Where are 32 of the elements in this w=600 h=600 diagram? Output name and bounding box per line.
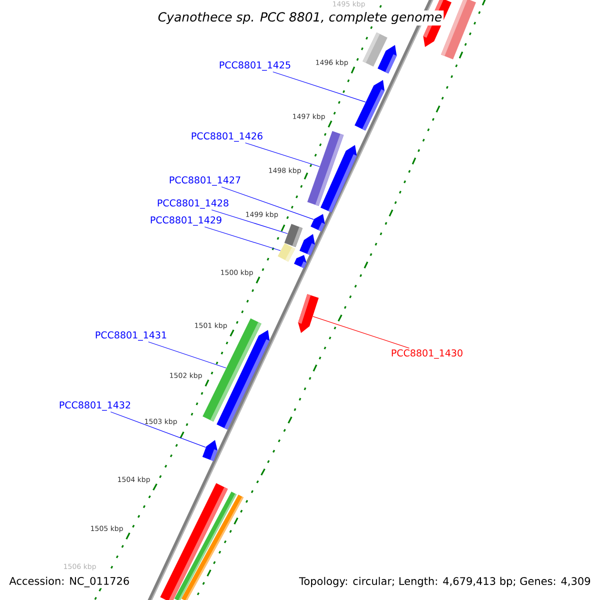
leader-line (221, 186, 314, 220)
gene-block (300, 234, 315, 256)
leader-line (211, 210, 288, 234)
gene-block (378, 45, 397, 74)
gene-block (320, 145, 357, 212)
gene-box (278, 243, 296, 262)
gene-block (216, 330, 270, 430)
gene-box (284, 224, 303, 248)
gene-block (294, 255, 306, 268)
gene-label: PCC8801_1432 (60, 401, 130, 411)
gene-block (202, 440, 218, 462)
title: Cyanothece sp. PCC 8801, complete genome (156, 10, 444, 26)
leader-line (244, 142, 320, 167)
gene-label: PCC8801_1430 (392, 349, 462, 359)
gene-box (441, 0, 476, 60)
leader-line (204, 226, 281, 251)
gene-label: PCC8801_1426 (192, 132, 262, 142)
leader-line (312, 316, 410, 348)
gene-box (181, 494, 244, 600)
accession-text: Accession: NC_011726 (8, 576, 131, 588)
gene-block (354, 80, 384, 131)
leader-line (272, 72, 366, 102)
leader-line (148, 342, 226, 368)
gene-label: PCC8801_1429 (150, 216, 222, 226)
summary-text: Topology: circular; Length: 4,679,413 bp; Genes: 4,309 (298, 576, 592, 588)
leader-line (110, 412, 206, 448)
gene-label: PCC8801_1425 (220, 61, 290, 71)
gene-label: PCC8801_1431 (96, 331, 166, 341)
gene-label: PCC8801_1427 (170, 176, 240, 186)
gene-block (310, 214, 325, 232)
gene-block (298, 294, 319, 333)
gene-label: PCC8801_1428 (158, 199, 228, 209)
